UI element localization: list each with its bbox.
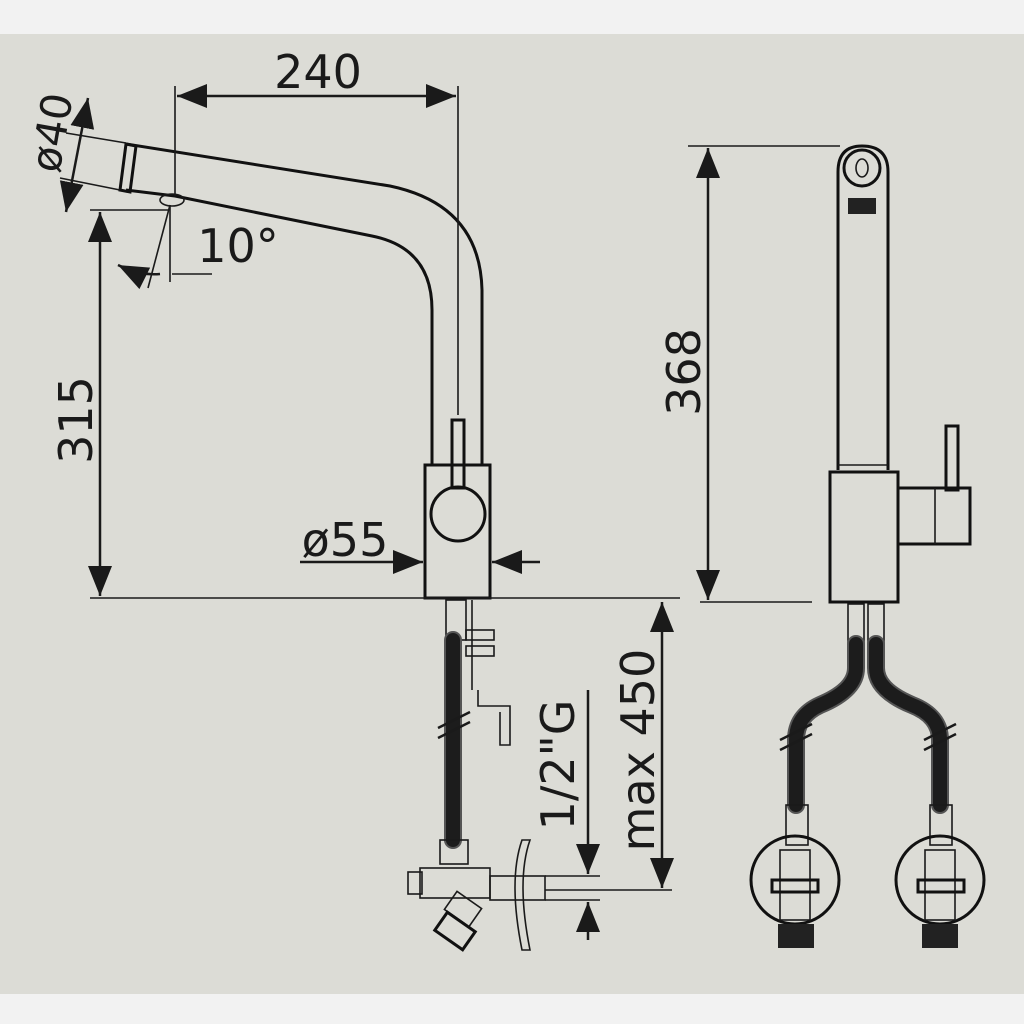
- angle-valve-left-front: [749, 804, 841, 948]
- dim-label-thread: 1/2"G: [531, 700, 585, 831]
- dim-label-spout-angle: 10°: [197, 219, 279, 273]
- dim-label-total-height: 368: [657, 328, 711, 416]
- spout-outline-bottom: [125, 188, 434, 465]
- spout-tip: [118, 142, 138, 194]
- spout-outlet-inner: [855, 158, 869, 178]
- lever-handle: [450, 418, 466, 490]
- dim-label-spout-reach: 240: [274, 45, 362, 99]
- front-view: 368: [657, 144, 986, 948]
- dim-label-body-diameter: ø55: [302, 513, 389, 567]
- supply-hose-side: [437, 631, 471, 865]
- lever-handle-front: [944, 424, 960, 492]
- dim-line-40: [59, 97, 95, 213]
- drawing-sheet: [0, 34, 1024, 994]
- lever-base-front: [896, 486, 972, 546]
- aerator: [159, 193, 185, 207]
- angle-valve-right-front: [894, 804, 986, 948]
- spout-column: [836, 144, 890, 470]
- angle-valve: [407, 839, 546, 952]
- spout-aerator-front: [848, 198, 876, 214]
- spout-outlet: [842, 148, 882, 188]
- angle-arc: [117, 263, 161, 290]
- mounting-stud: [445, 599, 511, 746]
- supply-hoses-front: [779, 635, 957, 814]
- side-view: 240 ø40 10° 315 ø55 1/2"G max 450: [21, 45, 680, 952]
- dim-label-hose-length: max 450: [611, 649, 665, 852]
- dim-label-spout-height: 315: [49, 376, 103, 464]
